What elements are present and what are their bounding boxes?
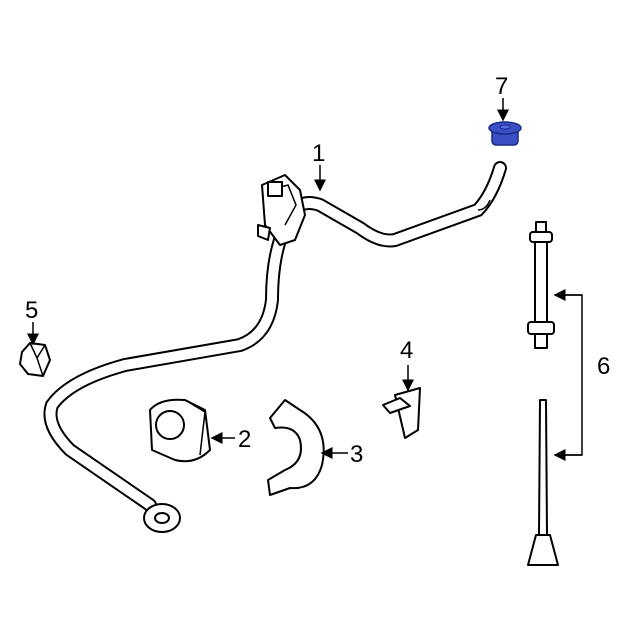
callout-4: 4 [400, 337, 413, 364]
callout-7: 7 [495, 73, 508, 100]
leader-6 [555, 294, 583, 456]
callout-2: 2 [238, 426, 251, 453]
callout-5: 5 [25, 297, 38, 324]
bar-link-bracket[interactable] [257, 174, 306, 246]
part-2-bushing[interactable] [149, 398, 211, 463]
callout-3: 3 [350, 441, 363, 468]
part-6-link-upper[interactable] [527, 221, 555, 349]
callout-1: 1 [312, 140, 325, 167]
part-5-nut[interactable] [19, 342, 51, 377]
part-7-bushing[interactable] [488, 121, 522, 146]
part-3-bracket[interactable] [267, 399, 325, 496]
part-4-clip[interactable] [382, 387, 421, 439]
callout-6: 6 [597, 353, 610, 380]
stabilizer-bar[interactable] [43, 161, 507, 533]
part-6-link-lower[interactable] [527, 399, 559, 566]
leader-lines [27, 98, 583, 461]
